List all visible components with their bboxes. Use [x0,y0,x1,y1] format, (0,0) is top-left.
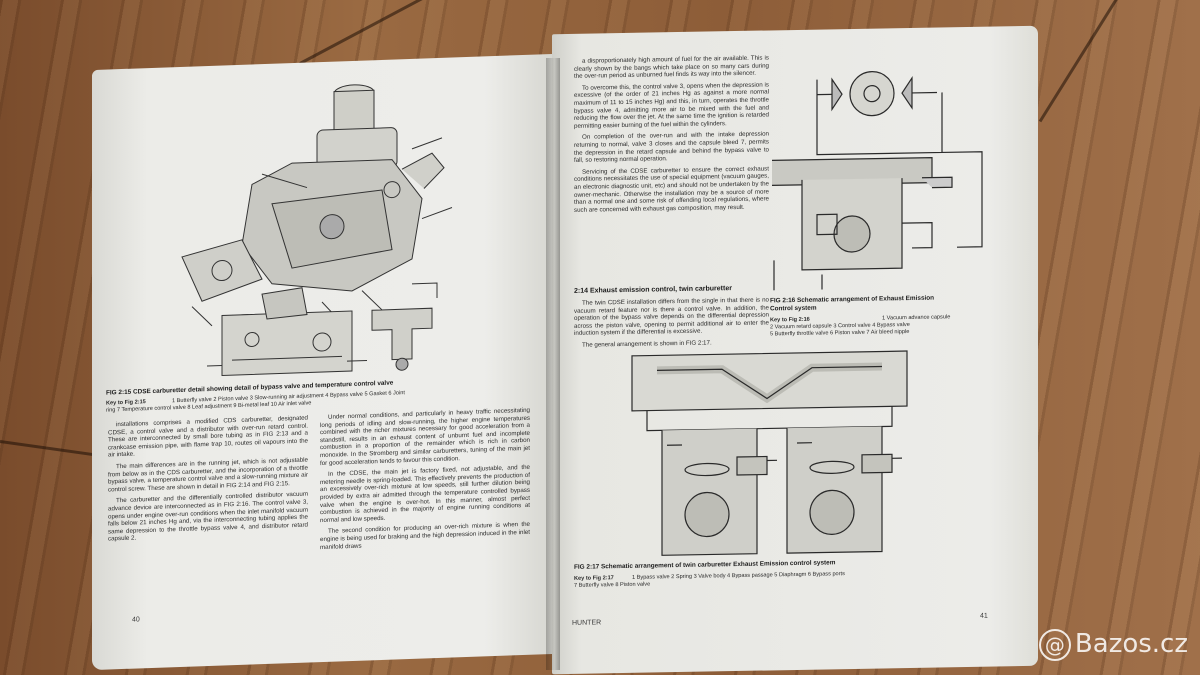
book-gutter [546,58,560,670]
fig-2-16-caption-line2: Control system [770,304,817,313]
paragraph: Under normal conditions, and particularl… [320,406,530,467]
watermark-text: Bazos.cz [1074,629,1188,659]
section-text: The twin CDSE installation differs from … [574,296,769,353]
fig-2-16-schematic [772,71,983,291]
at-sign-icon: @ [1038,629,1071,661]
page-number-right: 41 [980,612,988,620]
paragraph: To overcome this, the control valve 3, o… [574,81,769,130]
paragraph: The main differences are in the running … [108,456,308,494]
fig-2-17-caption: FIG 2:17 Schematic arrangement of twin c… [574,559,836,571]
paragraph: Servicing of the CDSE carburetter to ens… [574,165,769,214]
paragraph: a disproportionately high amount of fuel… [574,54,769,81]
fig-2-17-twin-carburetter-drawing [631,350,908,556]
paragraph: The carburetter and the differentially c… [108,490,308,543]
carburetter-exploded-drawing [181,84,453,377]
section-heading: 2:14 Exhaust emission control, twin carb… [574,285,732,295]
right-top-text: a disproportionately high amount of fuel… [574,54,769,218]
fig-2-17-key-line: 1 Bypass valve 2 Spring 3 Valve body 4 B… [632,571,845,581]
fig-2-16-caption: FIG 2:16 Schematic arrangement of Exhaus… [770,294,935,305]
paragraph: On completion of the over-run and with t… [574,130,769,164]
paragraph: In the CDSE, the main jet is factory fix… [320,463,530,524]
left-page: FIG 2:15 CDSE carburetter detail showing… [92,53,554,671]
left-text-column-2: Under normal conditions, and particularl… [320,407,530,555]
paragraph: installations comprises a modified CDS c… [108,414,308,459]
fig-2-17-key-line: 7 Butterfly valve 8 Piston valve [574,581,651,589]
left-text-column-1: installations comprises a modified CDS c… [108,415,308,548]
paragraph: The general arrangement is shown in FIG … [582,339,712,349]
fig-2-16-key-line: 1 Vacuum advance capsule [882,314,951,322]
page-number-left: 40 [132,616,140,624]
bazos-watermark: @Bazos.cz [1038,629,1188,661]
paragraph: The twin CDSE installation differs from … [574,296,769,338]
footer-title: HUNTER [572,619,602,627]
paragraph: The second condition for producing an ov… [320,521,530,551]
right-page: a disproportionately high amount of fuel… [552,25,1038,675]
fig-2-16-key-line: 5 Butterfly throttle valve 6 Piston valv… [770,329,910,338]
